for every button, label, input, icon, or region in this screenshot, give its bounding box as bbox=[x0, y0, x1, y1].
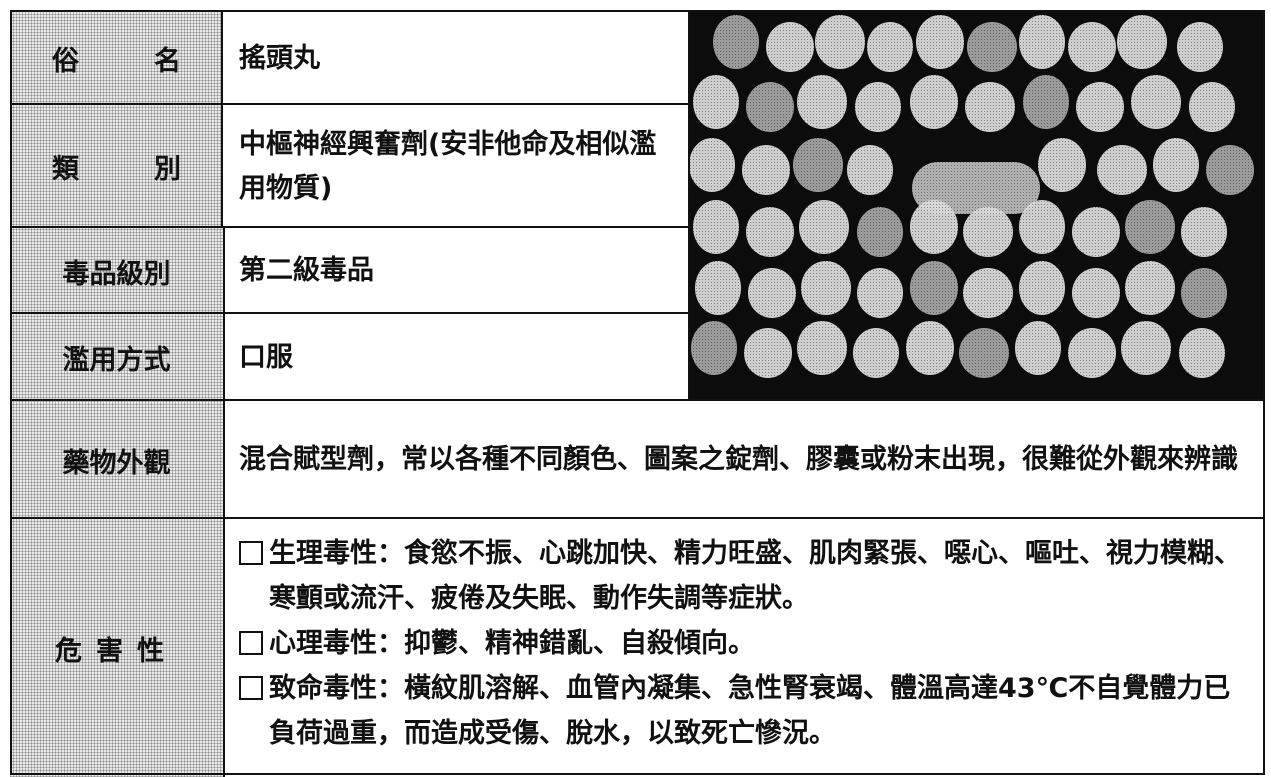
hazard-items: 生理毒性：食慾不振、心跳加快、精力旺盛、肌肉緊張、噁心、嘔吐、視力模糊、寒顫或流… bbox=[225, 519, 1265, 777]
row-common-name: 俗 名 搖頭丸 bbox=[10, 10, 1265, 105]
pill-4-4 bbox=[910, 261, 958, 315]
pill-2-5 bbox=[1097, 145, 1147, 195]
pill-1-1 bbox=[746, 82, 794, 132]
pill-1-7 bbox=[1076, 82, 1124, 132]
pill-5-1 bbox=[744, 328, 792, 378]
label-abuse-method: 濫用方式 bbox=[10, 314, 225, 401]
hazard-text-lethal: 致命毒性：橫紋肌溶解、血管內凝集、急性腎衰竭、體溫高達43℃不自覺體力已負荷過重… bbox=[269, 673, 1231, 749]
value-common-name: 搖頭丸 bbox=[239, 42, 320, 74]
pill-3-7 bbox=[1072, 207, 1120, 257]
row-hazard: 危害性 生理毒性：食慾不振、心跳加快、精力旺盛、肌肉緊張、噁心、嘔吐、視力模糊、… bbox=[10, 517, 1265, 777]
pill-5-5 bbox=[959, 328, 1009, 378]
value-abuse-method: 口服 bbox=[239, 341, 293, 373]
pill-2-6 bbox=[1153, 138, 1199, 192]
hazard-text-psychological: 心理毒性：抑鬱、精神錯亂、自殺傾向。 bbox=[269, 628, 755, 659]
pill-5-9 bbox=[1179, 328, 1225, 378]
capsule-pill bbox=[912, 162, 1040, 214]
label-drug-class: 毒品級別 bbox=[10, 228, 225, 314]
pill-0-1 bbox=[766, 22, 814, 72]
checkbox-physical[interactable] bbox=[239, 541, 263, 565]
pill-1-0 bbox=[693, 75, 739, 129]
label-hazard: 危害性 bbox=[10, 519, 225, 777]
pill-0-9 bbox=[1177, 22, 1223, 72]
pill-3-8 bbox=[1125, 200, 1175, 254]
value-category: 中樞神經興奮劑(安非他命及相似濫用物質) bbox=[239, 128, 657, 204]
label-category-char-1: 類 bbox=[52, 154, 79, 185]
pill-4-7 bbox=[1072, 268, 1120, 318]
value-drug-class: 第二級毒品 bbox=[239, 255, 374, 286]
checkbox-lethal[interactable] bbox=[239, 676, 263, 700]
row-drug-class: 毒品級別 第二級毒品 bbox=[10, 226, 1265, 314]
pill-4-0 bbox=[695, 261, 741, 315]
pill-3-0 bbox=[693, 200, 739, 254]
pill-3-3 bbox=[857, 207, 903, 257]
pill-4-2 bbox=[801, 261, 851, 315]
pill-5-6 bbox=[1015, 321, 1061, 375]
pill-2-0 bbox=[690, 138, 735, 192]
pill-3-2 bbox=[799, 200, 849, 254]
pill-1-3 bbox=[855, 82, 901, 132]
pill-3-5 bbox=[963, 207, 1013, 257]
pill-3-6 bbox=[1019, 200, 1065, 254]
pill-0-7 bbox=[1068, 22, 1116, 72]
pill-0-5 bbox=[967, 22, 1017, 72]
value-appearance: 混合賦型劑，常以各種不同顏色、圖案之錠劑、膠囊或粉末出現，很難從外觀來辨識 bbox=[239, 444, 1238, 475]
row-abuse-method: 濫用方式 口服 bbox=[10, 312, 1265, 401]
pill-5-7 bbox=[1068, 328, 1116, 378]
pill-1-6 bbox=[1023, 75, 1069, 129]
pill-0-0 bbox=[713, 15, 759, 69]
pill-1-4 bbox=[910, 75, 958, 129]
pill-5-0 bbox=[691, 321, 737, 375]
pill-2-4 bbox=[1038, 138, 1086, 192]
pill-5-4 bbox=[906, 321, 954, 375]
label-category: 類 別 bbox=[10, 105, 223, 228]
pills-image-icon bbox=[690, 15, 1254, 378]
pill-1-2 bbox=[797, 75, 847, 129]
hazard-item-physical: 生理毒性：食慾不振、心跳加快、精力旺盛、肌肉緊張、噁心、嘔吐、視力模糊、寒顫或流… bbox=[239, 531, 1255, 621]
pill-1-5 bbox=[965, 82, 1015, 132]
checkbox-psychological[interactable] bbox=[239, 631, 263, 655]
pill-1-8 bbox=[1131, 75, 1181, 129]
pill-4-3 bbox=[857, 268, 903, 318]
pill-0-8 bbox=[1117, 15, 1167, 69]
pill-2-7 bbox=[1206, 145, 1254, 195]
pill-0-6 bbox=[1019, 15, 1065, 69]
pill-1-9 bbox=[1189, 82, 1235, 132]
pill-2-3 bbox=[847, 145, 893, 195]
pill-5-3 bbox=[853, 328, 899, 378]
row-appearance: 藥物外觀 混合賦型劑，常以各種不同顏色、圖案之錠劑、膠囊或粉末出現，很難從外觀來… bbox=[10, 399, 1265, 519]
row-category: 類 別 中樞神經興奮劑(安非他命及相似濫用物質) bbox=[10, 103, 1265, 228]
pill-5-2 bbox=[797, 321, 847, 375]
pill-5-8 bbox=[1121, 321, 1171, 375]
label-common-name-char-1: 俗 bbox=[52, 46, 79, 77]
label-category-char-2: 別 bbox=[154, 154, 181, 185]
pill-2-2 bbox=[793, 138, 843, 192]
label-common-name-char-2: 名 bbox=[154, 46, 181, 77]
pill-3-1 bbox=[746, 207, 794, 257]
pill-4-8 bbox=[1125, 261, 1175, 315]
pill-0-2 bbox=[815, 15, 865, 69]
pill-4-1 bbox=[748, 268, 796, 318]
pill-3-9 bbox=[1181, 207, 1227, 257]
hazard-list: 生理毒性：食慾不振、心跳加快、精力旺盛、肌肉緊張、噁心、嘔吐、視力模糊、寒顫或流… bbox=[225, 519, 1265, 777]
label-appearance: 藥物外觀 bbox=[10, 401, 225, 519]
hazard-item-psychological: 心理毒性：抑鬱、精神錯亂、自殺傾向。 bbox=[239, 621, 1255, 666]
pill-2-1 bbox=[742, 145, 790, 195]
pill-4-5 bbox=[963, 268, 1013, 318]
hazard-text-physical: 生理毒性：食慾不振、心跳加快、精力旺盛、肌肉緊張、噁心、嘔吐、視力模糊、寒顫或流… bbox=[269, 538, 1241, 614]
pill-0-4 bbox=[916, 15, 964, 69]
hazard-item-lethal: 致命毒性：橫紋肌溶解、血管內凝集、急性腎衰竭、體溫高達43℃不自覺體力已負荷過重… bbox=[239, 666, 1255, 756]
label-common-name: 俗 名 bbox=[10, 12, 223, 105]
ecstasy-pills-photo bbox=[688, 12, 1265, 399]
pill-4-6 bbox=[1019, 261, 1065, 315]
pill-4-9 bbox=[1181, 268, 1227, 318]
pill-0-3 bbox=[867, 22, 913, 72]
